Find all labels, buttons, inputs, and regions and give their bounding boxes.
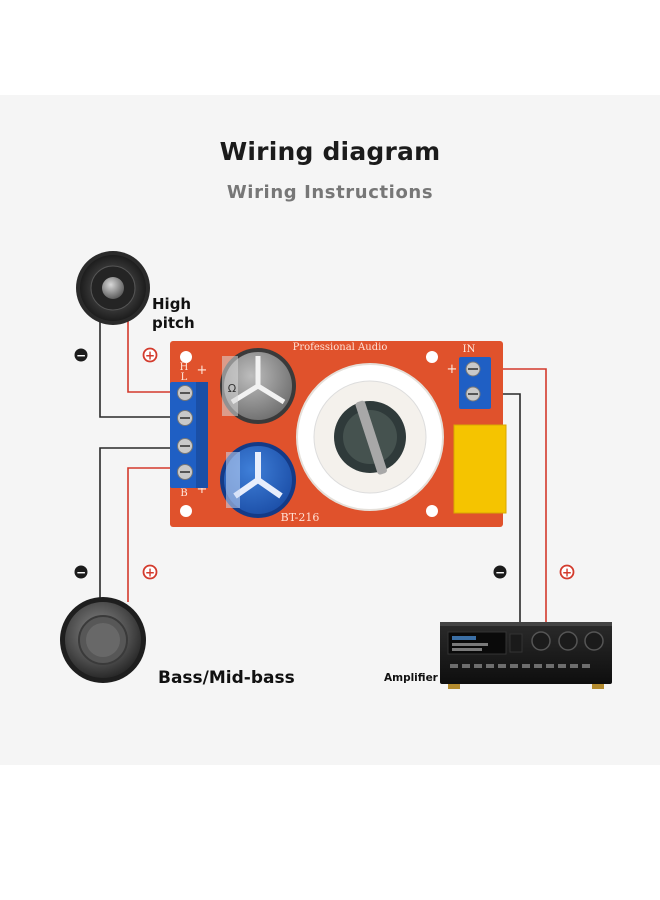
mount-hole [180,351,192,363]
page-subtitle: Wiring Instructions [226,182,434,203]
pad-label-plus: + [197,482,208,497]
mount-hole [426,351,438,363]
pad-label-h: H [180,362,189,373]
tweeter-label-line1: High [152,295,192,313]
film-capacitor-yellow [453,424,507,514]
amplifier-unit [440,622,612,689]
tweeter-label-line2: pitch [152,314,195,332]
terminal-screw [177,410,193,426]
svg-text:+: + [562,566,572,580]
board-model-text: BT-216 [281,511,320,524]
tweeter-speaker [76,251,150,325]
pad-label-l: L [181,372,188,383]
pad-label-b: B [180,488,187,499]
svg-text:−: − [76,349,86,363]
capacitor-label: Ω [228,382,236,395]
terminal-screw [177,464,193,480]
inductor-coil [296,363,444,511]
tweeter-positive-wire [127,318,178,393]
input-terminal-block [459,357,491,409]
svg-text:+: + [145,566,155,580]
amplifier-positive-marker: + [559,564,575,580]
output-terminal-block [170,382,208,488]
mount-hole [180,505,192,517]
woofer-negative-marker: − [74,565,88,580]
woofer-positive-marker: + [142,564,158,580]
board-brand-text: Professional Audio [293,342,388,353]
page-title: Wiring diagram [219,137,441,166]
tweeter-negative-marker: − [74,348,88,363]
tweeter-positive-marker: + [142,347,158,363]
amplifier-positive-wire [485,368,547,622]
svg-text:−: − [495,566,505,580]
tweeter-label: High pitch [152,295,195,333]
pad-label-plus: + [197,363,208,378]
amplifier-negative-marker: − [493,565,507,580]
polarity-markers: − + − + − + [74,347,575,580]
terminal-screw [465,386,481,402]
pad-label-plus: + [447,362,458,377]
tweeter-negative-wire [99,312,178,418]
woofer-negative-wire [99,447,178,615]
woofer-label: Bass/Mid-bass [158,668,295,688]
svg-text:+: + [145,349,155,363]
woofer-positive-wire [127,467,178,602]
amplifier-knob [531,631,551,651]
electrolytic-capacitor-gray: Ω [220,348,296,424]
electrolytic-capacitor-blue [220,442,296,518]
pad-label-in: IN [463,344,476,355]
terminal-screw [177,385,193,401]
crossover-board: Professional Audio BT-216 L + H IN + + B [170,341,507,527]
woofer-speaker [60,597,146,683]
amplifier-knob [558,631,578,651]
amplifier-label: Amplifier [384,672,438,684]
mount-hole [426,505,438,517]
svg-text:−: − [76,566,86,580]
terminal-screw [177,438,193,454]
terminal-screw [465,361,481,377]
amplifier-knob [584,631,604,651]
